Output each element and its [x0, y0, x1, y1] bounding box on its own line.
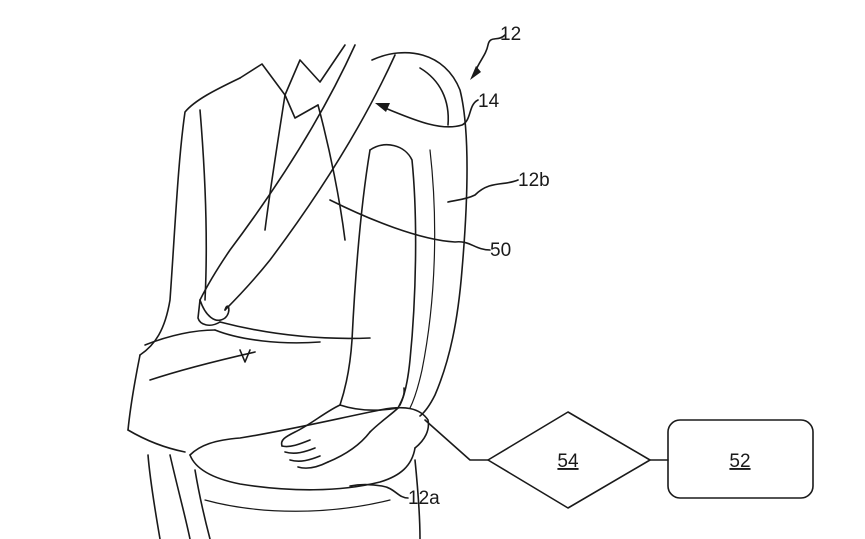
seat-belt — [197, 44, 396, 340]
connection-lines — [424, 419, 669, 461]
occupant-hand — [280, 404, 399, 469]
seat-cushion — [189, 406, 430, 539]
seat-base — [127, 351, 256, 539]
controller-label: 52 — [729, 451, 750, 472]
label-cushion: 12a — [408, 488, 440, 509]
label-shoulder-gap: 14 — [478, 91, 500, 112]
label-belt: 50 — [490, 240, 511, 261]
ref-shoulder-gap: 14 — [375, 91, 500, 128]
occupant-arm — [339, 144, 417, 411]
occupant-torso — [139, 44, 346, 363]
decision-label: 54 — [557, 451, 579, 472]
label-seat: 12 — [500, 24, 521, 45]
controller-block: 52 — [667, 419, 814, 499]
label-backrest: 12b — [518, 170, 550, 191]
seat-backrest — [371, 51, 468, 417]
ref-cushion: 12a — [349, 483, 440, 509]
ref-seat: 12 — [470, 24, 521, 80]
ref-backrest: 12b — [447, 170, 550, 203]
decision-block: 54 — [487, 411, 651, 509]
ref-belt: 50 — [329, 199, 511, 261]
